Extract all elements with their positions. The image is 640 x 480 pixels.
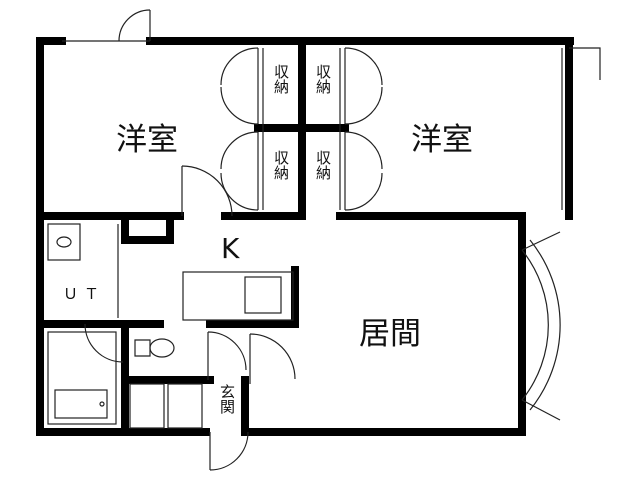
storage-label-lower-right: 収納 [314, 150, 332, 180]
room-label-living: 居間 [359, 316, 421, 352]
storage-label-upper-right: 収納 [314, 64, 332, 94]
room-label-kitchen: K [221, 232, 240, 265]
room-label-utility: ＵＴ [63, 285, 106, 303]
room-label-entrance: 玄関 [218, 384, 236, 414]
room-label-western-left: 洋室 [116, 122, 178, 158]
room-label-western-right: 洋室 [411, 122, 473, 158]
storage-label-lower-left: 収納 [272, 150, 290, 180]
storage-label-upper-left: 収納 [272, 64, 290, 94]
wall-ut-stub [121, 212, 174, 244]
